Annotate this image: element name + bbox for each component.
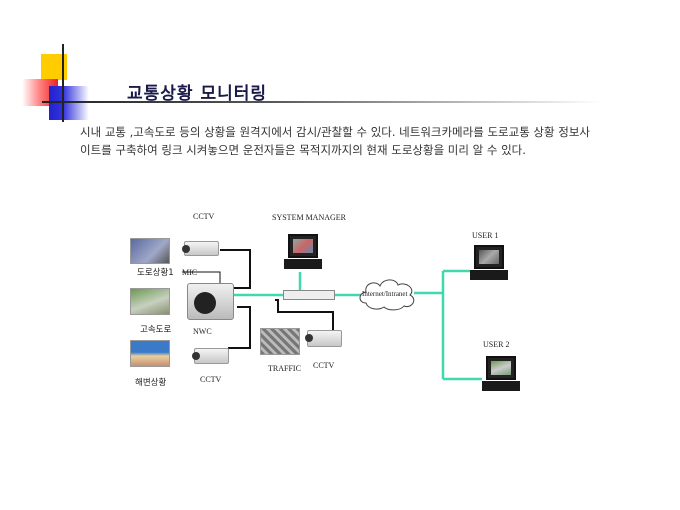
computer-icon [284,234,324,272]
photo-traffic [260,328,300,355]
photo-bridge [130,238,170,264]
network-switch-icon [283,290,335,300]
label-beach: 해변상황 [135,378,167,388]
mic-line [182,271,221,283]
label-nwc: NWC [193,327,212,336]
cctv-camera-icon [305,330,342,347]
title-underline [42,101,602,103]
decor-blue-square [49,86,89,120]
label-traffic: TRAFFIC [268,364,301,373]
label-cctv-right: CCTV [313,361,335,370]
label-highway: 고속도로 [140,325,172,335]
slide-title: 교통상황 모니터링 [127,84,268,104]
computer-icon [482,356,522,394]
cloud-icon [359,279,415,311]
decor-vertical-line [62,44,64,122]
label-road1: 도로상황1 [137,268,174,278]
computer-icon [470,245,510,283]
cable-cctv-right [275,299,334,330]
label-user1: USER 1 [472,231,499,240]
photo-beach [130,340,170,367]
label-network: Internet/Intranet [362,290,408,298]
label-cctv-top: CCTV [193,212,215,221]
cctv-camera-icon [182,241,219,256]
cable-cctv-bottom [228,306,251,349]
cable-cctv-top [220,249,251,289]
photo-highway [130,288,170,315]
label-system-manager: SYSTEM MANAGER [272,213,347,222]
label-user2: USER 2 [483,340,510,349]
slide-body-text: 시내 교통 ,고속도로 등의 상황을 원격지에서 감시/관찰할 수 있다. 네트… [80,125,590,157]
network-camera-icon [187,283,234,320]
label-mic: MIC [182,268,198,277]
label-cctv-bottom: CCTV [200,375,222,384]
cctv-camera-icon [192,348,229,364]
